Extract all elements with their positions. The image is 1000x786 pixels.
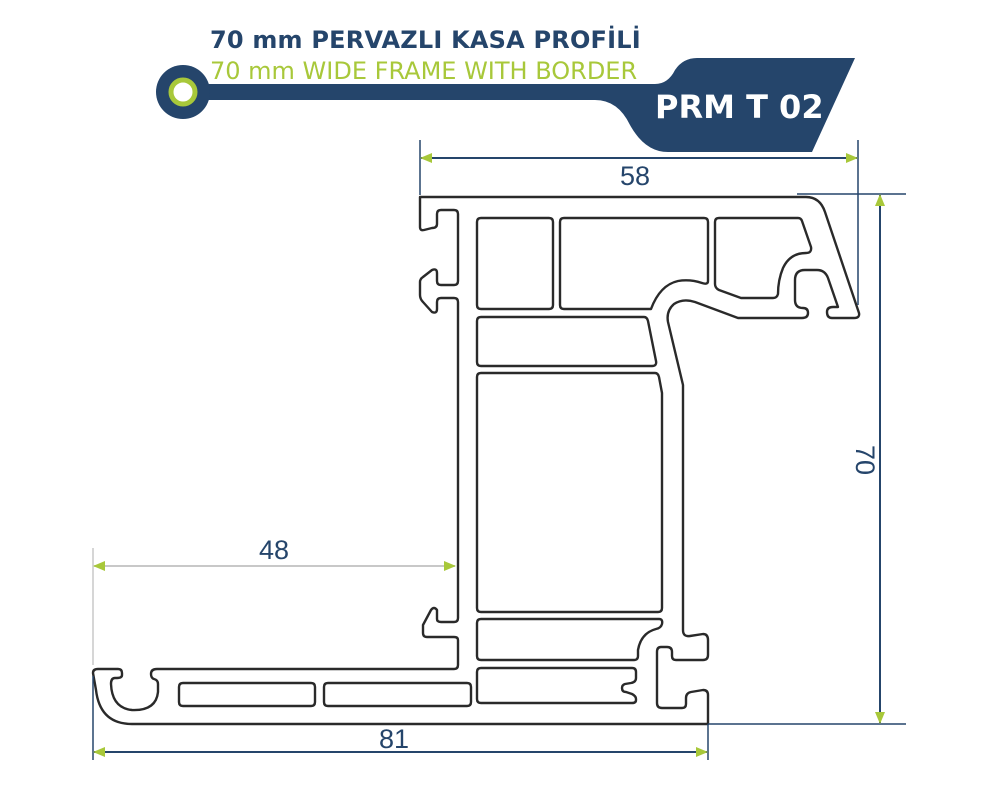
cavity-top-middle	[558, 216, 710, 311]
dimension-81	[92, 676, 709, 760]
title-english: 70 mm WIDE FRAME WITH BORDER	[210, 57, 638, 85]
cavity-large	[475, 371, 664, 614]
banner-ring-icon	[168, 77, 198, 107]
cavity-top-left	[475, 216, 555, 311]
cavity-second-row	[475, 315, 658, 368]
banner-shape	[183, 58, 855, 152]
cavity-lower	[475, 617, 664, 662]
flange-slot-left	[177, 681, 317, 708]
frame-profile	[91, 195, 861, 726]
dimension-label-48: 48	[259, 535, 290, 565]
cavity-bottom	[475, 666, 638, 705]
product-code: PRM T 02	[655, 88, 824, 126]
flange-slot-right	[322, 681, 473, 708]
cavity-top-right	[713, 216, 813, 300]
dimension-label-70: 70	[850, 445, 880, 476]
header-banner	[156, 58, 855, 152]
dimension-58	[419, 140, 859, 305]
profile-outer-outline	[91, 195, 861, 726]
dimension-48	[92, 548, 456, 665]
dimension-70	[708, 193, 906, 725]
title-turkish: 70 mm PERVAZLI KASA PROFİLİ	[210, 26, 641, 54]
dimension-label-58: 58	[620, 161, 651, 191]
dimension-label-81: 81	[379, 724, 410, 754]
